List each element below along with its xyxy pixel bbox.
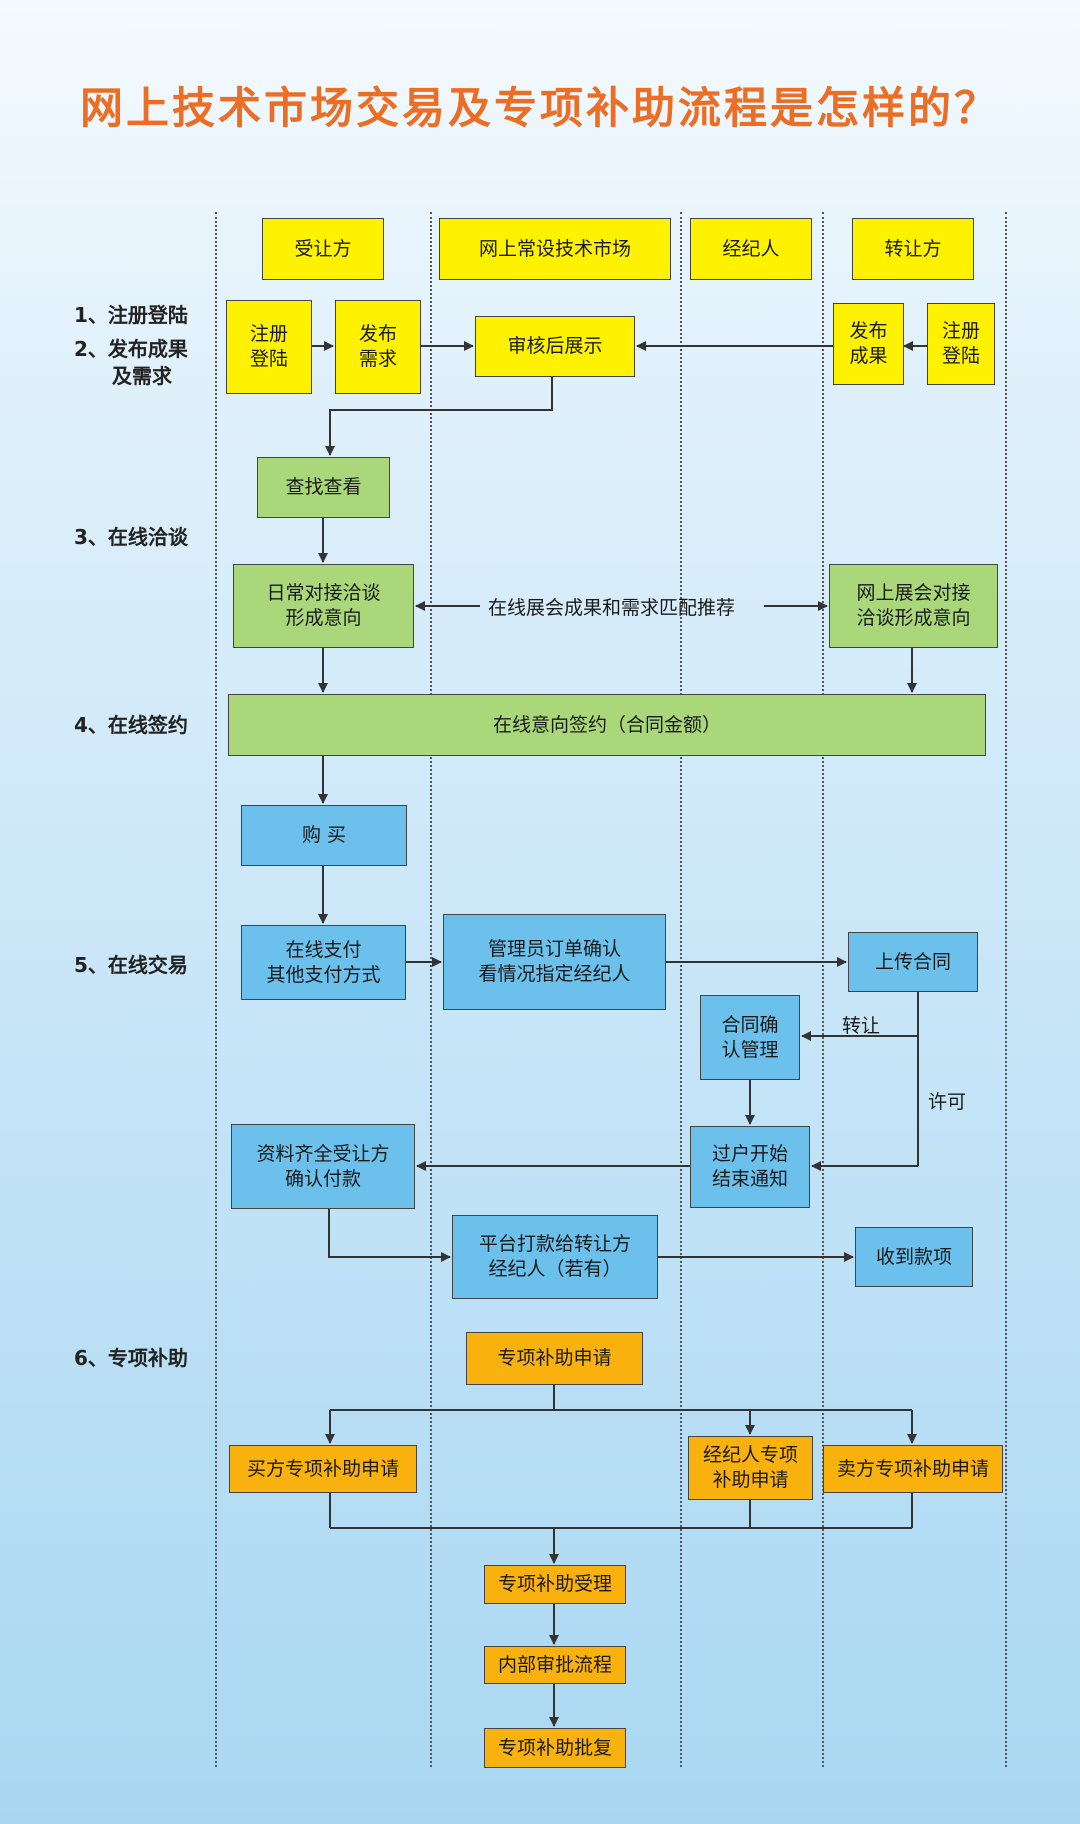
step-label-trading: 5、在线交易 xyxy=(74,953,188,977)
box-text: 其他支付方式 xyxy=(266,963,381,986)
lane-header-seller: 转让方 xyxy=(852,218,974,280)
box-text: 资料齐全受让方 xyxy=(256,1142,390,1165)
connector-arrow xyxy=(328,1209,451,1262)
step-label-negotiation: 3、在线洽谈 xyxy=(74,525,188,549)
box-text: 登陆 xyxy=(249,348,288,370)
admin-confirm-box: 管理员订单确认 看情况指定经纪人 xyxy=(443,914,666,1010)
review-display-box: 审核后展示 xyxy=(475,316,635,377)
lane-divider xyxy=(680,212,682,1767)
connector-arrow xyxy=(325,377,553,456)
search-view-box: 查找查看 xyxy=(257,457,390,518)
lane-header-buyer: 受让方 xyxy=(262,218,384,280)
seller-publish-box: 发布 成果 xyxy=(833,303,904,385)
buyer-register-box: 注册 登陆 xyxy=(226,300,312,394)
seller-register-box: 注册 登陆 xyxy=(927,303,995,385)
box-text: 网上展会对接 xyxy=(856,582,971,604)
box-text: 经纪人（若有） xyxy=(488,1258,622,1280)
box-text: 过户开始 xyxy=(711,1143,788,1165)
broker-subsidy-box: 经纪人专项 补助申请 xyxy=(688,1436,813,1500)
box-text: 补助申请 xyxy=(712,1469,789,1491)
page-title: 网上技术市场交易及专项补助流程是怎样的？ xyxy=(80,84,1000,134)
box-text: 注册 xyxy=(249,323,288,345)
buyer-publish-box: 发布 需求 xyxy=(335,300,421,394)
upload-contract-box: 上传合同 xyxy=(848,932,978,992)
box-text: 经纪人专项 xyxy=(702,1444,798,1466)
box-text: 看情况指定经纪人 xyxy=(478,963,631,985)
daily-negotiation-box: 日常对接洽谈 形成意向 xyxy=(233,564,414,648)
receive-payment-box: 收到款项 xyxy=(855,1227,973,1287)
box-text: 确认付款 xyxy=(284,1167,361,1190)
subsidy-accept-box: 专项补助受理 xyxy=(484,1565,626,1604)
online-fair-box: 网上展会对接 洽谈形成意向 xyxy=(829,564,998,648)
box-text: 认管理 xyxy=(721,1038,779,1061)
step-label-signing: 4、在线签约 xyxy=(74,713,188,737)
subsidy-reply-box: 专项补助批复 xyxy=(484,1728,626,1768)
box-text: 发布 xyxy=(849,320,888,342)
box-text: 注册 xyxy=(941,320,980,342)
platform-pay-box: 平台打款给转让方 经纪人（若有） xyxy=(452,1215,658,1299)
seller-subsidy-box: 卖方专项补助申请 xyxy=(823,1445,1003,1493)
step-label-subsidy: 6、专项补助 xyxy=(74,1346,188,1370)
buyer-pay-box: 资料齐全受让方 确认付款 xyxy=(231,1124,415,1209)
box-text: 在线支付 xyxy=(285,938,362,961)
lane-divider xyxy=(430,212,432,1767)
box-text: 形成意向 xyxy=(285,607,362,629)
buyer-subsidy-box: 买方专项补助申请 xyxy=(229,1445,417,1493)
step-label-publish: 2、发布成果 xyxy=(74,337,188,361)
online-signing-box: 在线意向签约（合同金额） xyxy=(228,694,986,756)
box-text: 成果 xyxy=(849,345,888,367)
license-label: 许可 xyxy=(928,1091,967,1113)
internal-approval-box: 内部审批流程 xyxy=(484,1646,626,1684)
box-text: 管理员订单确认 xyxy=(487,938,621,960)
box-text: 合同确 xyxy=(721,1013,779,1036)
box-text: 登陆 xyxy=(941,345,980,367)
subsidy-apply-box: 专项补助申请 xyxy=(466,1332,643,1385)
box-text: 发布 xyxy=(358,323,397,345)
lane-divider xyxy=(1005,212,1007,1767)
step-label-register: 1、注册登陆 xyxy=(74,303,188,327)
step-label-publish-cont: 及需求 xyxy=(112,364,172,388)
box-text: 需求 xyxy=(358,348,397,370)
online-payment-box: 在线支付 其他支付方式 xyxy=(241,925,406,1000)
lane-divider xyxy=(215,212,217,1767)
lane-divider xyxy=(822,212,824,1767)
box-text: 日常对接洽谈 xyxy=(266,582,381,604)
box-text: 洽谈形成意向 xyxy=(856,607,971,629)
box-text: 结束通知 xyxy=(711,1168,788,1190)
transfer-notice-box: 过户开始 结束通知 xyxy=(690,1126,810,1208)
box-text: 平台打款给转让方 xyxy=(478,1233,631,1255)
purchase-box: 购 买 xyxy=(241,805,407,866)
lane-header-market: 网上常设技术市场 xyxy=(439,218,671,280)
match-recommend-label: 在线展会成果和需求匹配推荐 xyxy=(488,597,736,619)
contract-confirm-box: 合同确 认管理 xyxy=(700,995,800,1080)
transfer-label: 转让 xyxy=(842,1015,881,1037)
lane-header-broker: 经纪人 xyxy=(690,218,812,280)
